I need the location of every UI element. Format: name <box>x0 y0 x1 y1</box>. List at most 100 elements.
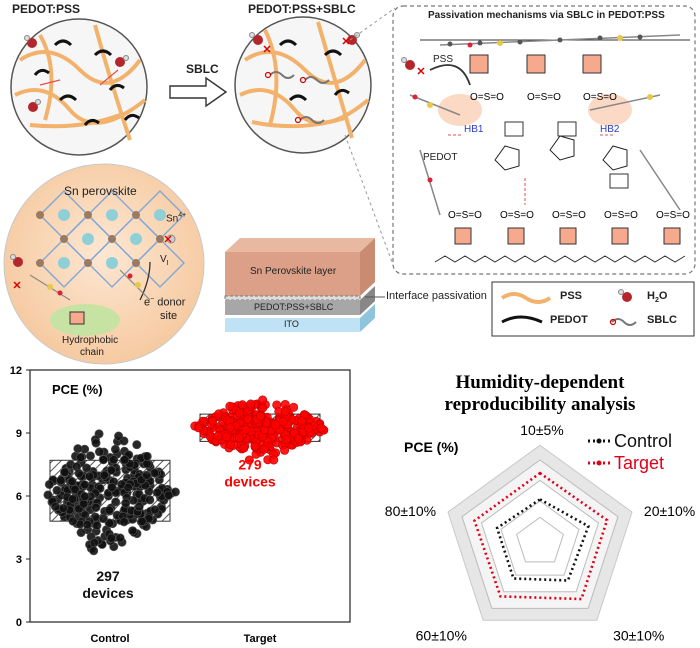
data-point <box>150 505 160 515</box>
svg-text:O=S=O: O=S=O <box>500 210 534 221</box>
radar-axis-label: 30±10% <box>613 627 664 643</box>
data-point <box>74 468 84 478</box>
site-label: site <box>160 310 178 322</box>
data-point <box>105 518 115 528</box>
sn4-label: Sn4+ <box>166 212 187 225</box>
radar-series-control <box>495 497 590 582</box>
legend-pss: PSS <box>560 290 583 302</box>
hydrophobic-label-2: chain <box>80 347 104 358</box>
count-label-target: devices <box>224 473 276 489</box>
data-point <box>85 471 95 481</box>
data-point <box>239 443 249 453</box>
legend-marker-target <box>596 460 602 466</box>
y-tick-label: 3 <box>16 554 22 566</box>
data-point <box>278 416 288 426</box>
label-pedot-pss: PEDOT:PSS <box>12 2 81 16</box>
mechanism-panel: O=S=O O=S=O O=S=O O=S=O O=S=O O=S=O O=S=… <box>392 5 696 275</box>
data-point <box>91 503 101 513</box>
data-point <box>164 490 174 500</box>
data-point <box>294 434 304 444</box>
process-arrow <box>169 76 228 108</box>
data-point <box>79 499 89 509</box>
device-stack <box>224 238 385 332</box>
data-point <box>68 494 78 504</box>
data-point <box>119 517 129 527</box>
data-point <box>107 482 117 492</box>
data-point <box>76 452 86 462</box>
data-point <box>214 409 224 419</box>
data-point <box>316 423 326 433</box>
data-point <box>73 444 83 454</box>
data-point <box>304 423 314 433</box>
data-point <box>82 520 92 530</box>
data-point <box>70 484 80 494</box>
data-point <box>258 403 268 413</box>
data-point <box>120 455 130 465</box>
radar-ylabel: PCE (%) <box>404 439 458 455</box>
legend-label-target: Target <box>614 453 664 473</box>
data-point <box>225 401 235 411</box>
data-point <box>259 444 269 454</box>
data-point <box>134 502 144 512</box>
data-point <box>94 447 104 457</box>
data-point <box>52 485 62 495</box>
data-point <box>98 514 108 524</box>
data-point <box>281 435 291 445</box>
count-label-control: devices <box>82 585 134 601</box>
data-point <box>91 438 101 448</box>
perovskite-circle <box>3 163 205 365</box>
count-target: 279 <box>238 456 262 472</box>
svg-text:O=S=O: O=S=O <box>604 210 638 221</box>
data-point <box>269 455 279 465</box>
data-point <box>89 546 99 556</box>
data-point <box>243 414 253 424</box>
label-pedot-pss-sblc: PEDOT:PSS+SBLC <box>248 2 356 16</box>
data-point <box>132 440 142 450</box>
y-tick-label: 9 <box>16 428 22 440</box>
data-point <box>257 432 267 442</box>
legend-panel <box>491 281 695 337</box>
data-point <box>76 528 86 538</box>
data-point <box>60 467 70 477</box>
radar-axis-label: 20±10% <box>644 503 695 519</box>
data-point <box>142 470 152 480</box>
mechanism-pedot-label: PEDOT <box>423 152 458 163</box>
data-point <box>56 475 66 485</box>
data-point <box>250 441 260 451</box>
data-point <box>44 479 54 489</box>
data-point <box>261 418 271 428</box>
data-point <box>246 399 256 409</box>
data-point <box>68 516 78 526</box>
ito-layer-label: ITO <box>284 319 299 329</box>
data-point <box>222 432 232 442</box>
vacancy-label: VI <box>160 254 169 267</box>
sblc-arrow-label: SBLC <box>186 62 219 76</box>
hb2-label: HB2 <box>600 124 620 135</box>
hb1-label: HB1 <box>464 124 484 135</box>
data-point <box>208 416 218 426</box>
data-point <box>50 502 60 512</box>
hydrophobic-label-1: Hydrophobic <box>62 335 119 346</box>
data-point <box>213 431 223 441</box>
svg-text:O=S=O: O=S=O <box>527 92 561 103</box>
legend-pedot: PEDOT <box>550 314 588 326</box>
y-tick-label: 12 <box>10 365 22 377</box>
legend-sblc: SBLC <box>647 314 677 326</box>
data-point <box>142 451 152 461</box>
perovskite-title: Sn perovskite <box>64 184 137 198</box>
data-point <box>89 538 99 548</box>
data-point <box>297 416 307 426</box>
data-point <box>244 455 254 465</box>
y-tick-label: 6 <box>16 491 22 503</box>
data-point <box>234 408 244 418</box>
count-control: 297 <box>96 568 120 584</box>
data-point <box>145 495 155 505</box>
data-point <box>80 480 90 490</box>
data-point <box>67 477 77 487</box>
data-point <box>225 423 235 433</box>
y-axis-label: PCE (%) <box>52 382 103 397</box>
data-point <box>270 420 280 430</box>
data-point <box>280 445 290 455</box>
humidity-radar-chart: 10±5%20±10%30±10%60±10%80±10%PCE (%)Cont… <box>385 422 695 643</box>
